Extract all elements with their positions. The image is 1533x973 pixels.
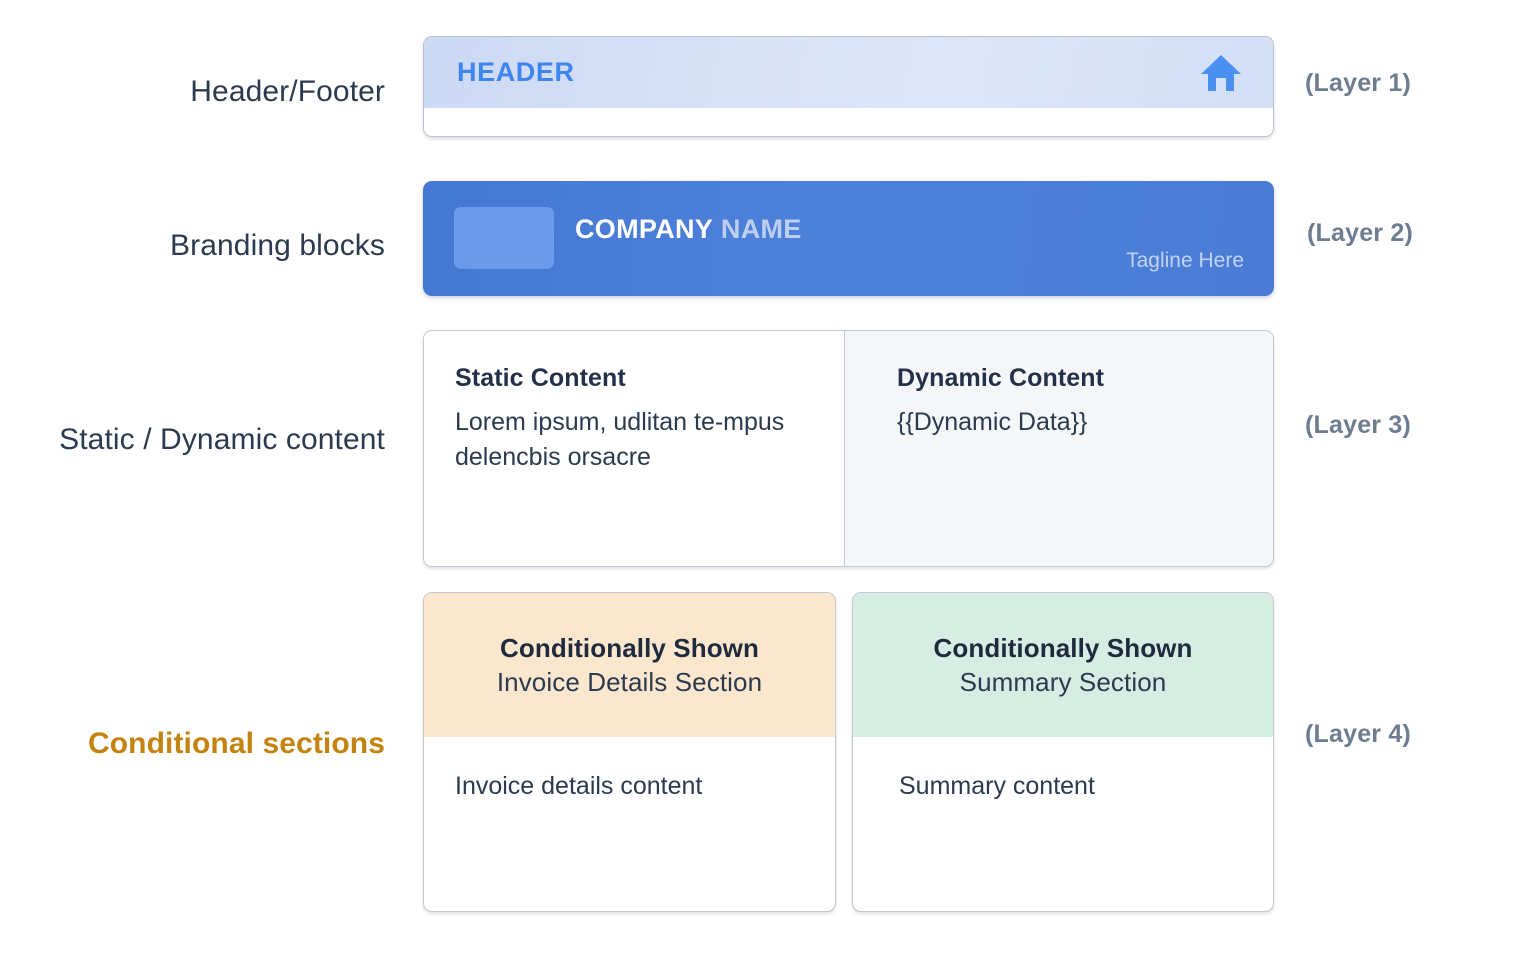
company-name-soft: NAME (720, 214, 802, 244)
conditional-invoice-card: Conditionally Shown Invoice Details Sect… (423, 592, 836, 912)
conditional-summary-card: Conditionally Shown Summary Section Summ… (852, 592, 1274, 912)
conditional-invoice-body: Invoice details content (455, 772, 703, 800)
layer-label-2: (Layer 2) (1307, 219, 1414, 247)
home-icon (1199, 53, 1243, 93)
row-label-conditional-sections: Conditional sections (87, 727, 385, 760)
dynamic-content-pane: Dynamic Content {{Dynamic Data}} (845, 331, 1273, 566)
company-name: COMPANY NAME (575, 214, 802, 245)
row-label-static-dynamic-content: Static / Dynamic content (59, 423, 385, 456)
conditional-summary-subtitle: Summary Section (959, 666, 1167, 697)
company-logo-placeholder (454, 207, 554, 269)
conditional-invoice-title: Conditionally Shown (500, 632, 759, 663)
row-label-header-footer: Header/Footer (190, 75, 385, 108)
header-footer-block: HEADER (423, 36, 1274, 137)
company-tagline: Tagline Here (1126, 249, 1244, 272)
conditional-summary-title: Conditionally Shown (933, 632, 1193, 663)
dynamic-content-heading: Dynamic Content (897, 364, 1105, 392)
conditional-summary-header: Conditionally Shown Summary Section (853, 593, 1273, 737)
branding-block: COMPANY NAME Tagline Here (423, 181, 1274, 296)
branding-inner: COMPANY NAME Tagline Here (423, 181, 1274, 296)
layer-label-1: (Layer 1) (1305, 69, 1412, 97)
header-footer-strip (424, 108, 1273, 136)
company-name-strong: COMPANY (575, 214, 714, 244)
dynamic-content-body: {{Dynamic Data}} (897, 408, 1088, 436)
static-content-pane: Static Content Lorem ipsum, udlitan te-m… (424, 331, 845, 566)
static-dynamic-block: Static Content Lorem ipsum, udlitan te-m… (423, 330, 1274, 567)
layer-label-4: (Layer 4) (1305, 720, 1412, 748)
conditional-summary-body: Summary content (899, 772, 1095, 800)
row-label-branding-blocks: Branding blocks (170, 229, 385, 262)
header-band: HEADER (424, 37, 1273, 108)
static-content-body: Lorem ipsum, udlitan te-mpus delencbis o… (455, 408, 785, 471)
layer-label-3: (Layer 3) (1305, 411, 1412, 439)
header-title: HEADER (457, 57, 575, 87)
conditional-invoice-subtitle: Invoice Details Section (496, 666, 763, 697)
static-content-heading: Static Content (455, 364, 626, 392)
conditional-invoice-header: Conditionally Shown Invoice Details Sect… (424, 593, 835, 737)
